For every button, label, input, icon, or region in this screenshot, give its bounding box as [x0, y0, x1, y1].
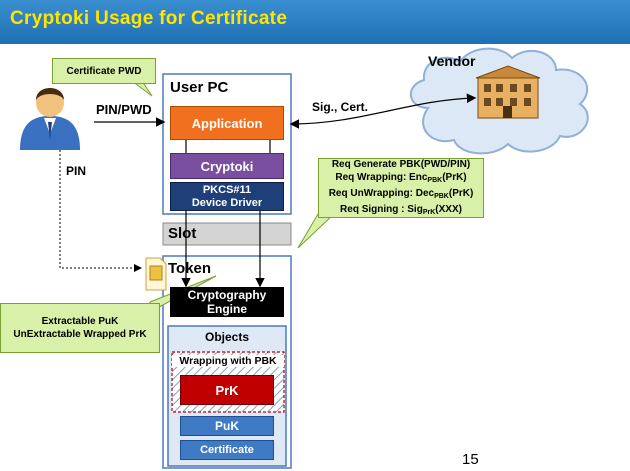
req-line-signing: Req Signing : SigPrK(XXX) — [340, 203, 462, 216]
slot-label: Slot — [168, 225, 197, 242]
token-label: Token — [168, 260, 212, 277]
cryptography-engine-box[interactable]: Cryptography Engine — [170, 287, 284, 317]
puk-line2: UnExtractable Wrapped PrK — [13, 329, 147, 340]
vendor-building-icon — [475, 65, 541, 119]
puk-line1: Extractable PuK — [41, 316, 119, 327]
req-line-unwrapping: Req UnWrapping: DecPBK(PrK) — [328, 187, 474, 200]
puk-box[interactable]: PuK — [180, 416, 274, 436]
user-pc-label: User PC — [170, 79, 229, 96]
requests-callout: Req Generate PBK(PWD/PIN) Req Wrapping: … — [318, 158, 484, 218]
objects-label: Objects — [204, 330, 249, 344]
page-number: 15 — [462, 451, 479, 468]
puk-callout: Extractable PuK UnExtractable Wrapped Pr… — [0, 303, 160, 353]
pin-pwd-label: PIN/PWD — [96, 102, 152, 117]
pin-label: PIN — [66, 164, 87, 178]
pkcs11-driver-box[interactable]: PKCS#11 Device Driver — [170, 182, 284, 211]
req-line-wrapping: Req Wrapping: EncPBK(PrK) — [335, 171, 467, 184]
slide-title: Cryptoki Usage for Certificate — [10, 8, 288, 29]
certificate-pwd-callout: Certificate PWD — [52, 58, 156, 84]
sim-card-icon — [145, 257, 167, 291]
prk-box[interactable]: PrK — [180, 375, 274, 405]
slot-bar — [162, 222, 292, 246]
application-box[interactable]: Application — [170, 106, 284, 140]
certificate-pwd-text: Certificate PWD — [66, 65, 142, 77]
cryptoki-box[interactable]: Cryptoki — [170, 153, 284, 179]
certificate-box[interactable]: Certificate — [180, 440, 274, 460]
wrapping-label: Wrapping with PBK — [172, 355, 284, 367]
user-icon — [20, 88, 80, 150]
sig-cert-label: Sig., Cert. — [312, 100, 369, 114]
req-line-generate: Req Generate PBK(PWD/PIN) — [331, 158, 471, 170]
title-bar — [0, 0, 630, 44]
vendor-label: Vendor — [428, 53, 476, 69]
